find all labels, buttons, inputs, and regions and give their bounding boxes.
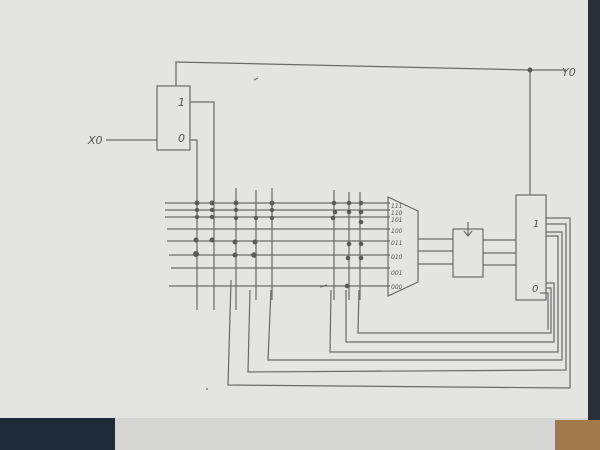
encoder-block: 111 110 101 100 011 010 001 000	[387, 196, 419, 297]
desk-wood-region	[555, 420, 600, 450]
svg-text:010: 010	[391, 254, 403, 261]
svg-text:110: 110	[391, 210, 403, 217]
desk-edge	[588, 0, 600, 420]
svg-text:0: 0	[532, 284, 538, 295]
input-label: X0	[87, 134, 103, 147]
svg-text:011: 011	[391, 240, 402, 247]
ff-in-label-0: 0	[178, 132, 185, 145]
pencil-mark	[319, 284, 328, 288]
paper-sheet	[0, 0, 590, 418]
input-flipflop: 1 0	[156, 85, 191, 151]
svg-text:000: 000	[391, 284, 403, 291]
desk-dark-region	[0, 418, 115, 450]
junction-dot	[527, 67, 533, 73]
svg-text:1: 1	[533, 219, 539, 230]
feedback-wire	[175, 61, 566, 86]
matrix-connection-dots	[193, 200, 364, 289]
encoder-to-register-wires	[418, 238, 453, 265]
svg-text:111: 111	[391, 203, 402, 210]
ff-in-label-1: 1	[178, 96, 185, 109]
svg-text:100: 100	[391, 228, 403, 235]
pencil-mark	[253, 77, 259, 81]
register-to-ff-wires	[483, 239, 516, 266]
svg-text:101: 101	[391, 217, 402, 224]
and-matrix-rows	[165, 202, 390, 287]
output-flipflop: 1 0	[515, 194, 547, 301]
output-label: Y0	[562, 66, 576, 79]
svg-text:001: 001	[391, 270, 402, 277]
feedback-routing-wires	[227, 217, 571, 389]
